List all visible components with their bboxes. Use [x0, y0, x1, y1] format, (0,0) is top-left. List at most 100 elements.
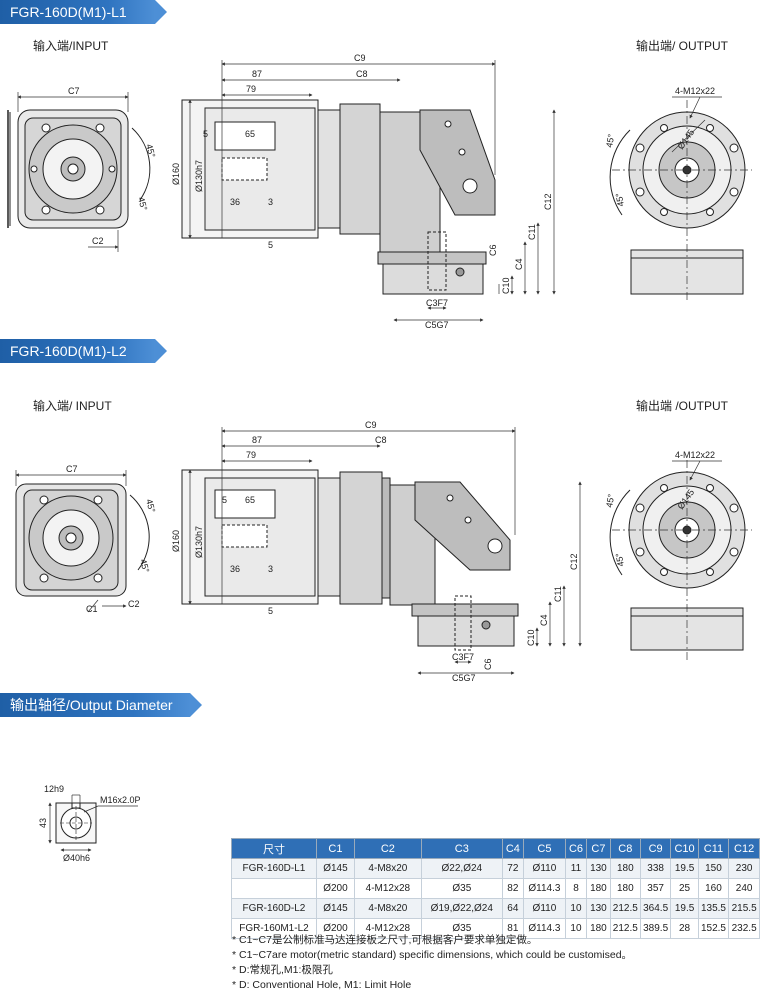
table-header: C1 [315, 838, 355, 859]
l2-dim-c6: C6 [483, 658, 493, 670]
l1-output-dimensions [612, 96, 752, 300]
section-title-output-diameter: 输出轴径/Output Diameter [0, 693, 202, 717]
table-cell: 232.5 [728, 918, 760, 939]
table-cell: Ø35 [420, 918, 503, 939]
table-cell: 160 [697, 878, 730, 899]
l1-side-view-drawing [181, 99, 496, 295]
l2-output-label: 输出端 /OUTPUT [636, 399, 728, 413]
table-cell: 10 [564, 898, 588, 919]
footnote: * C1~C7是公制标准马达连接板之尺寸,可根据客户要求单独定做。 [232, 934, 538, 946]
table-cell: 81 [501, 918, 524, 939]
l1-out-angle-45-a: 45° [604, 133, 616, 149]
table-cell: 180 [609, 858, 641, 879]
table-cell: 152.5 [697, 918, 730, 939]
table-row: FGR-160D-L2 Ø145 4-M8x20 Ø19,Ø22,Ø24 64 … [231, 898, 760, 919]
l1-dim-c12: C12 [543, 193, 553, 210]
table-cell: 180 [586, 878, 611, 899]
l1-dim-d130: Ø130h7 [194, 160, 204, 192]
l1-angle-45-b: 45° [136, 196, 149, 212]
table-cell: 64 [501, 898, 524, 919]
table-cell: Ø110 [522, 898, 566, 919]
table-header: C10 [670, 838, 699, 859]
table-cell: 25 [670, 878, 699, 899]
l1-dim-c2: C2 [92, 236, 104, 246]
footnotes: * C1~C7是公制标准马达连接板之尺寸,可根据客户要求单独定做。 * C1~C… [232, 933, 632, 993]
l1-dim-5a: 5 [203, 129, 208, 139]
table-cell: Ø200 [315, 918, 355, 939]
l1-dim-c3: C3F7 [426, 298, 448, 308]
l2-dim-m12: 4-M12x22 [675, 450, 715, 460]
l2-dim-c11: C11 [553, 586, 563, 602]
l1-dim-3: 3 [268, 197, 273, 207]
table-cell: 240 [728, 878, 760, 899]
l2-input-flange-drawing [15, 483, 150, 597]
table-cell: 19.5 [670, 898, 699, 919]
l2-dim-c9: C9 [365, 420, 377, 430]
l2-dim-c1: C1 [86, 604, 98, 614]
table-cell: FGR-160D-L2 [231, 898, 317, 919]
table-cell: 389.5 [639, 918, 672, 939]
l1-input-dimensions [17, 92, 129, 252]
table-cell: Ø22,Ø24 [420, 858, 503, 879]
table-header: C2 [353, 838, 422, 859]
l2-dim-87: 87 [252, 435, 262, 445]
l1-dim-c5: C5G7 [425, 320, 449, 330]
l2-out-angle-45-b: 45° [614, 552, 626, 568]
table-cell: 19.5 [670, 858, 699, 879]
l1-dim-87: 87 [252, 69, 262, 79]
table-cell: 180 [609, 878, 641, 899]
table-cell: Ø114.3 [522, 878, 566, 899]
l1-dim-c7: C7 [68, 86, 80, 96]
l2-dim-65: 65 [245, 495, 255, 505]
table-header: C5 [522, 838, 566, 859]
table-cell: 135.5 [697, 898, 730, 919]
footnote: * D: Conventional Hole, M1: Limit Hole [232, 979, 412, 991]
table-header: C8 [609, 838, 641, 859]
l1-dim-c8: C8 [356, 69, 368, 79]
l1-dim-c10: C10 [501, 277, 511, 294]
l2-input-dimensions [15, 470, 127, 613]
l2-dim-c4: C4 [539, 614, 549, 626]
l1-dim-c4: C4 [514, 258, 524, 270]
table-cell: 130 [586, 858, 611, 879]
l2-out-angle-45-a: 45° [604, 493, 616, 509]
l1-dim-c11: C11 [527, 224, 537, 240]
table-cell: 364.5 [639, 898, 672, 919]
table-cell: Ø114.3 [522, 918, 566, 939]
section-title-l2: FGR-160D(M1)-L2 [0, 339, 167, 363]
table-cell: 4-M12x28 [353, 918, 422, 939]
table-cell: 72 [501, 858, 524, 879]
l1-dim-5b: 5 [268, 240, 273, 250]
table-header: C7 [586, 838, 611, 859]
l2-dim-5a: 5 [222, 495, 227, 505]
l1-dim-36: 36 [230, 197, 240, 207]
l2-dim-d160: Ø160 [171, 530, 181, 552]
table-row: Ø200 4-M12x28 Ø35 82 Ø114.3 8 180 180 35… [231, 878, 760, 899]
table-cell: 8 [564, 878, 588, 899]
l1-dim-65: 65 [245, 129, 255, 139]
shaft-height: 43 [38, 818, 48, 828]
table-header-row: 尺寸 C1 C2 C3 C4 C5 C6 C7 C8 C9 C10 C11 C1… [231, 838, 760, 859]
l2-side-view-drawing [181, 469, 519, 651]
table-row: FGR-160D-L1 Ø145 4-M8x20 Ø22,Ø24 72 Ø110… [231, 858, 760, 879]
table-header: C4 [501, 838, 524, 859]
table-header: C6 [564, 838, 588, 859]
l2-angle-45-a: 45° [144, 498, 157, 514]
l2-dim-3: 3 [268, 564, 273, 574]
table-cell: Ø145 [315, 858, 355, 879]
l1-input-flange-drawing [7, 109, 151, 229]
l2-dim-c7: C7 [66, 464, 78, 474]
table-cell: 338 [639, 858, 672, 879]
l1-dim-c9: C9 [354, 53, 366, 63]
l1-angle-45-a: 45° [144, 143, 157, 159]
table-cell: 215.5 [728, 898, 760, 919]
table-cell: Ø145 [315, 898, 355, 919]
table-cell: Ø200 [315, 878, 355, 899]
table-cell: 130 [586, 898, 611, 919]
shaft-diameter: Ø40h6 [63, 853, 90, 863]
l2-dim-79: 79 [246, 450, 256, 460]
output-shaft-dimensions [48, 794, 138, 852]
table-row: FGR-160M1-L2 Ø200 4-M12x28 Ø35 81 Ø114.3… [231, 918, 760, 939]
output-shaft-drawing [55, 802, 97, 844]
l1-out-angle-45-b: 45° [614, 192, 626, 208]
